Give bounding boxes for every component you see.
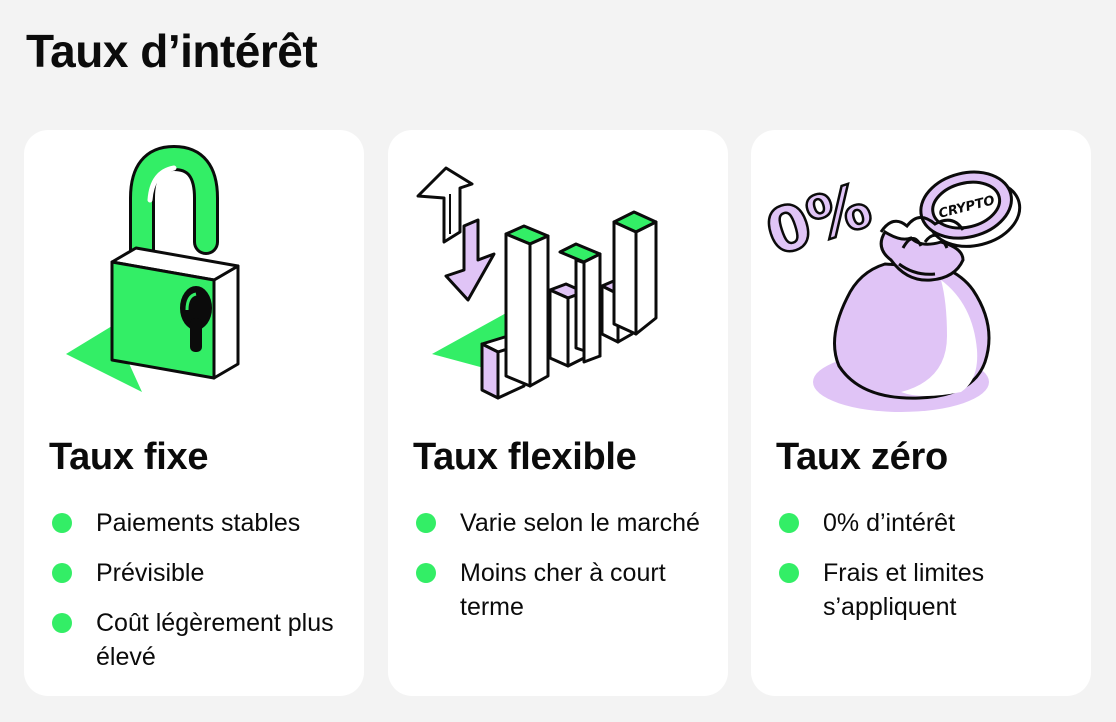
list-item: Coût légèrement plus élevé (52, 606, 350, 674)
list-item-text: Varie selon le marché (460, 509, 700, 537)
list-item-text: Prévisible (96, 559, 205, 587)
list-item-text: 0% d’intérêt (823, 509, 956, 537)
list-item: Moins cher à court terme (416, 556, 714, 624)
list-item: Prévisible (52, 556, 350, 590)
bullet-dot-icon (416, 513, 436, 533)
list-item-text: Frais et limites s’appliquent (823, 559, 985, 621)
crypto-money-bag-icon: 0% CRYPTO (756, 167, 1022, 412)
list-item-text: Paiements stables (96, 509, 301, 537)
bullet-list: Paiements stables Prévisible Coût légère… (52, 506, 350, 690)
card-title: Taux fixe (49, 436, 209, 478)
bullet-dot-icon (52, 563, 72, 583)
bullet-dot-icon (416, 563, 436, 583)
card-flexible-rate: Taux flexible Varie selon le marché Moin… (388, 130, 728, 696)
card-zero-rate: 0% CRYPTO Taux zéro 0% d’intérêt Frais e… (751, 130, 1091, 696)
list-item: Frais et limites s’appliquent (779, 556, 1077, 624)
bullet-list: Varie selon le marché Moins cher à court… (416, 506, 714, 640)
bullet-list: 0% d’intérêt Frais et limites s’applique… (779, 506, 1077, 640)
percent-label: 0% (757, 168, 880, 270)
card-title: Taux flexible (413, 436, 637, 478)
padlock-icon (66, 144, 240, 392)
bullet-dot-icon (779, 513, 799, 533)
page-title: Taux d’intérêt (26, 25, 318, 77)
bullet-dot-icon (779, 563, 799, 583)
card-fixed-rate: Taux fixe Paiements stables Prévisible C… (24, 130, 364, 696)
card-title: Taux zéro (776, 436, 948, 478)
list-item: Varie selon le marché (416, 506, 714, 540)
list-item: Paiements stables (52, 506, 350, 540)
bullet-dot-icon (52, 513, 72, 533)
bar-chart-arrows-icon (416, 166, 658, 400)
list-item-text: Moins cher à court terme (460, 559, 666, 621)
list-item-text: Coût légèrement plus élevé (96, 609, 334, 671)
bullet-dot-icon (52, 613, 72, 633)
list-item: 0% d’intérêt (779, 506, 1077, 540)
